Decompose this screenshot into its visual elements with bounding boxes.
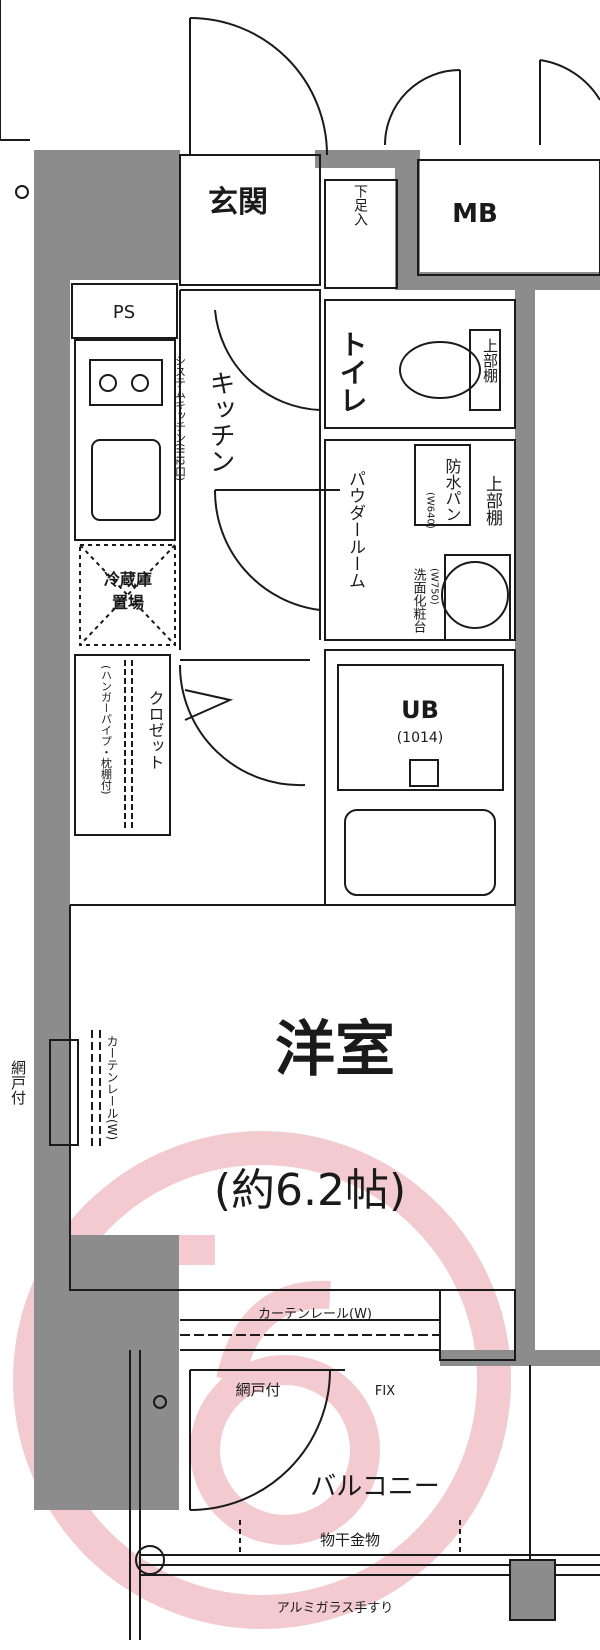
waterproof-pan-label: 防水パン — [443, 458, 462, 522]
balcony-label: バルコニー — [310, 1472, 439, 1502]
kitchen-label: キッチン — [205, 370, 235, 474]
fridge-label-1: 冷蔵庫 — [104, 570, 152, 589]
washbasin-note: (W750) — [429, 568, 440, 605]
getabako-label: 下足入 — [352, 184, 368, 226]
ps-label: PS — [113, 302, 135, 323]
exterior-walls — [34, 150, 600, 1510]
handrail-label: アルミガラス手すり — [277, 1601, 394, 1616]
curtain-rail-side-label: カーテンレール(W) — [105, 1035, 119, 1141]
screen-front-label: 網戸付 — [235, 1381, 280, 1399]
fridge-label-2: 置場 — [112, 593, 144, 612]
genkan-label: 玄関 — [208, 185, 268, 220]
fix-label: FIX — [375, 1384, 395, 1399]
hanger-pipe-label: (ハンガーパイプ・枕棚付) — [100, 665, 113, 795]
toilet-label: トイレ — [336, 330, 369, 414]
western-room-size-label: (約6.2帖) — [214, 1165, 406, 1216]
ub-size-label: (1014) — [397, 730, 444, 746]
screen-side-label: 網戸付 — [9, 1060, 27, 1106]
waterproof-pan-note: (W640) — [425, 492, 436, 529]
upper-shelf-label-2: 上部棚 — [482, 475, 503, 527]
washbasin-label: 洗面化粧台 — [411, 568, 427, 633]
mb-label: MB — [452, 199, 498, 229]
western-room-label: 洋室 — [275, 1015, 395, 1085]
laundry-pole-label: 物干金物 — [320, 1531, 380, 1549]
upper-shelf-label-1: 上部棚 — [481, 338, 499, 383]
curtain-rail-top-label: カーテンレール(W) — [258, 1307, 372, 1322]
ub-label: UB — [401, 696, 439, 724]
closet-label: クロゼット — [146, 690, 165, 770]
powder-room-label: パウダールーム — [345, 470, 365, 589]
system-kitchen-label: システムキッチン(IH2口) — [174, 355, 187, 481]
